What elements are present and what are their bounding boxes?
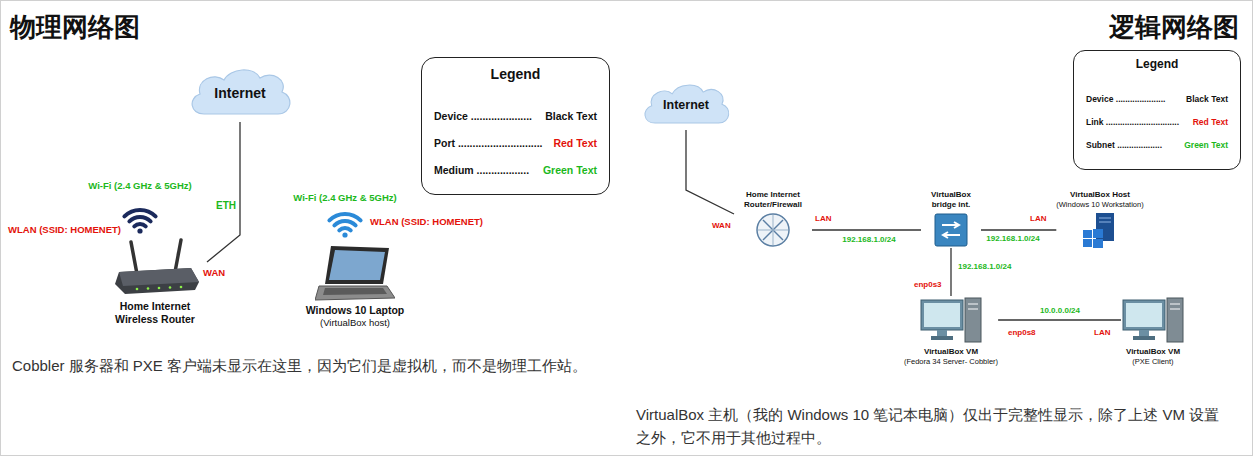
node-label: Internet	[214, 85, 265, 101]
node-label: VirtualBox VM	[1126, 346, 1180, 357]
legend-text: Red Text	[1193, 117, 1228, 127]
node-label: Home Internet Wireless Router	[103, 300, 207, 325]
port-label: WLAN (SSID: HOMENET)	[8, 224, 121, 235]
legend-row: Link ............................... Red …	[1086, 110, 1228, 133]
laptop-icon	[315, 244, 395, 302]
node-label: VirtualBox bridge int.	[921, 190, 981, 210]
legend-box: LegendDevice ..................... Black …	[421, 57, 610, 195]
wifi-symbol	[124, 210, 155, 226]
host-node: VirtualBox Host(Windows 10 Workstation)	[1056, 190, 1143, 248]
medium-label: Wi-Fi (2.4 GHz & 5GHz)	[88, 180, 191, 191]
network-link	[998, 319, 1121, 320]
vm-node: VirtualBox VM(PXE Client)	[1121, 296, 1185, 367]
subnet-label: 192.168.1.0/24	[984, 234, 1041, 243]
node-label: Windows 10 Laptop	[306, 304, 405, 317]
legend-text: Device .....................	[434, 110, 532, 122]
legend-box: LegendDevice ..................... Black …	[1073, 50, 1241, 170]
interface-label: enp0s8	[1008, 328, 1036, 337]
network-link	[981, 229, 1056, 230]
node-label: Internet	[663, 98, 709, 113]
node-label: VirtualBox VM	[924, 346, 978, 357]
legend-text: Black Text	[545, 110, 597, 122]
firewall-node: Home Internet Router/Firewall	[734, 190, 812, 248]
legend-row: Device ..................... Black Text	[1086, 87, 1228, 110]
subnet-label: 192.168.1.0/24	[956, 262, 1013, 271]
node-label: VirtualBox Host	[1070, 190, 1130, 200]
vm-icon	[919, 296, 983, 344]
legend-text: Subnet ...................	[1086, 140, 1162, 150]
sw-icon	[933, 212, 969, 248]
legend-title: Legend	[1086, 57, 1228, 71]
legend-row: Subnet ................... Green Text	[1086, 133, 1228, 156]
legend-text: Green Text	[1184, 140, 1228, 150]
subnet-label: 192.168.1.0/24	[840, 235, 897, 244]
network-link	[207, 122, 240, 262]
network-link	[812, 229, 921, 230]
port-label: WAN	[203, 267, 225, 278]
node-label: Home Internet Router/Firewall	[734, 190, 812, 210]
subnet-label: ETH	[214, 200, 238, 211]
legend-text: Black Text	[1186, 94, 1228, 104]
network-link	[686, 130, 734, 214]
legend-row: Port ............................. Red Te…	[434, 129, 597, 156]
network-link	[950, 248, 951, 296]
link-label: WAN	[712, 221, 731, 230]
legend-row: Device ..................... Black Text	[434, 102, 597, 129]
laptop-node: Windows 10 Laptop(VirtualBox host)	[306, 244, 405, 329]
cloud-node: Internet	[184, 64, 296, 122]
legend-text: Red Text	[553, 137, 597, 149]
node-label: (Fedora 34 Server- Cobbler)	[904, 357, 998, 367]
caption-note: Cobbler 服务器和 PXE 客户端未显示在这里，因为它们是虚拟机，而不是物…	[12, 354, 604, 377]
interface-label: enp0s3	[914, 280, 942, 289]
link-label: LAN	[815, 214, 831, 223]
legend-text: Device .....................	[1086, 94, 1165, 104]
server-icon	[1080, 212, 1120, 248]
legend-text: Green Text	[543, 164, 597, 176]
node-label: (Windows 10 Workstation)	[1056, 200, 1143, 210]
bridge-node: VirtualBox bridge int.	[921, 190, 981, 248]
vm-icon	[1121, 296, 1185, 344]
diagram-title: 物理网络图	[10, 10, 140, 45]
node-label: (PXE Client)	[1132, 357, 1173, 367]
caption-note: VirtualBox 主机（我的 Windows 10 笔记本电脑）仅出于完整性…	[636, 403, 1226, 450]
cloud-node: Internet	[638, 80, 734, 130]
legend-text: Port .............................	[434, 137, 543, 149]
wifi-dot	[342, 232, 347, 237]
router-icon	[105, 238, 205, 298]
link-label: LAN	[1030, 214, 1046, 223]
legend-row: Medium .................. Green Text	[434, 156, 597, 183]
medium-label: Wi-Fi (2.4 GHz & 5GHz)	[293, 192, 396, 203]
wifi-symbol	[329, 214, 360, 230]
legend-text: Link ...............................	[1086, 117, 1179, 127]
fw-icon	[753, 212, 793, 248]
node-label: (VirtualBox host)	[320, 317, 390, 329]
link-label: LAN	[1094, 328, 1110, 337]
wifi-dot	[137, 228, 142, 233]
diagram-title: 逻辑网络图	[1109, 10, 1239, 45]
legend-text: Medium ..................	[434, 164, 529, 176]
legend-title: Legend	[434, 66, 597, 82]
subnet-label: 10.0.0.0/24	[1038, 306, 1082, 315]
port-label: WLAN (SSID: HOMENET)	[370, 216, 483, 227]
router-node: Home Internet Wireless Router	[103, 238, 207, 325]
vm-node: VirtualBox VM(Fedora 34 Server- Cobbler)	[904, 296, 998, 367]
